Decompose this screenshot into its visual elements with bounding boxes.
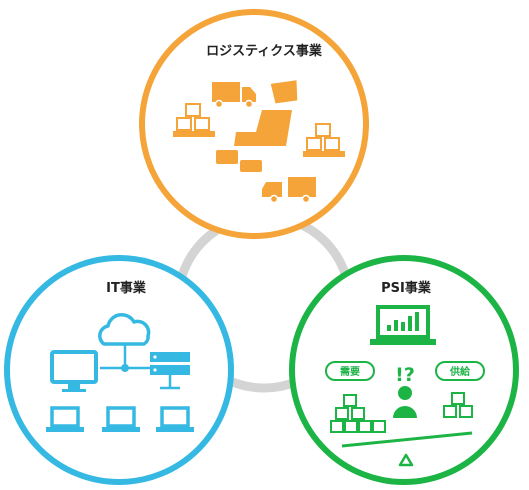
network-node: [121, 364, 129, 372]
truck-icon: [262, 177, 316, 204]
seesaw-icon: [341, 431, 473, 467]
chart-laptop-icon: [370, 305, 436, 345]
supply-label: 供給: [435, 361, 485, 381]
logistics-section: ロジスティクス事業: [139, 9, 369, 239]
monitor-icon: [50, 350, 98, 392]
psi-title: PSI事業: [381, 280, 432, 296]
person-icon: [393, 386, 417, 418]
question-mark: !?: [395, 364, 415, 386]
laptop-icon: [156, 406, 194, 432]
demand-label: 需要: [325, 361, 375, 381]
truck-icon: [212, 82, 256, 109]
box-stack-icon: [443, 392, 473, 418]
box-stack-icon: [330, 394, 386, 433]
psi-circle: [289, 255, 519, 485]
it-title: IT事業: [106, 280, 147, 296]
cloud-icon: [98, 313, 151, 346]
svg-text:需要: 需要: [340, 366, 360, 378]
laptop-icon: [46, 406, 84, 432]
laptop-icon: [102, 406, 140, 432]
server-icon: [150, 352, 190, 375]
network-lines: [160, 375, 180, 390]
it-section: IT事業: [4, 255, 234, 485]
psi-section: PSI事業 需要 供給 !?: [289, 255, 519, 485]
svg-text:供給: 供給: [449, 365, 471, 378]
logistics-title: ロジスティクス事業: [206, 43, 323, 59]
box-stack-icon: [173, 103, 215, 137]
japan-map-icon: [216, 80, 298, 172]
box-stack-icon: [303, 123, 345, 157]
